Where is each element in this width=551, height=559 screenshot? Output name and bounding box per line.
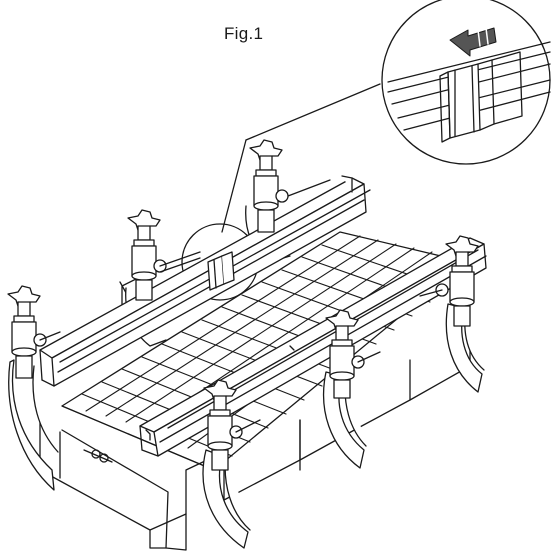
left-arrow-icon <box>449 27 497 57</box>
guide-rail-left <box>39 175 371 387</box>
figure-caption: Fig.1 <box>224 24 264 43</box>
detail-clip <box>439 51 523 143</box>
cross-shafts <box>39 251 443 433</box>
bracket-front-center <box>202 449 249 549</box>
detail-magnifier-circle <box>381 0 551 165</box>
adjustment-post-2 <box>127 209 167 301</box>
bracket-front-left <box>8 359 55 491</box>
rail-clip <box>207 251 235 291</box>
adjustment-post-6 <box>203 379 243 471</box>
adjustment-post-3 <box>249 139 331 233</box>
adjustment-post-4 <box>435 235 479 327</box>
